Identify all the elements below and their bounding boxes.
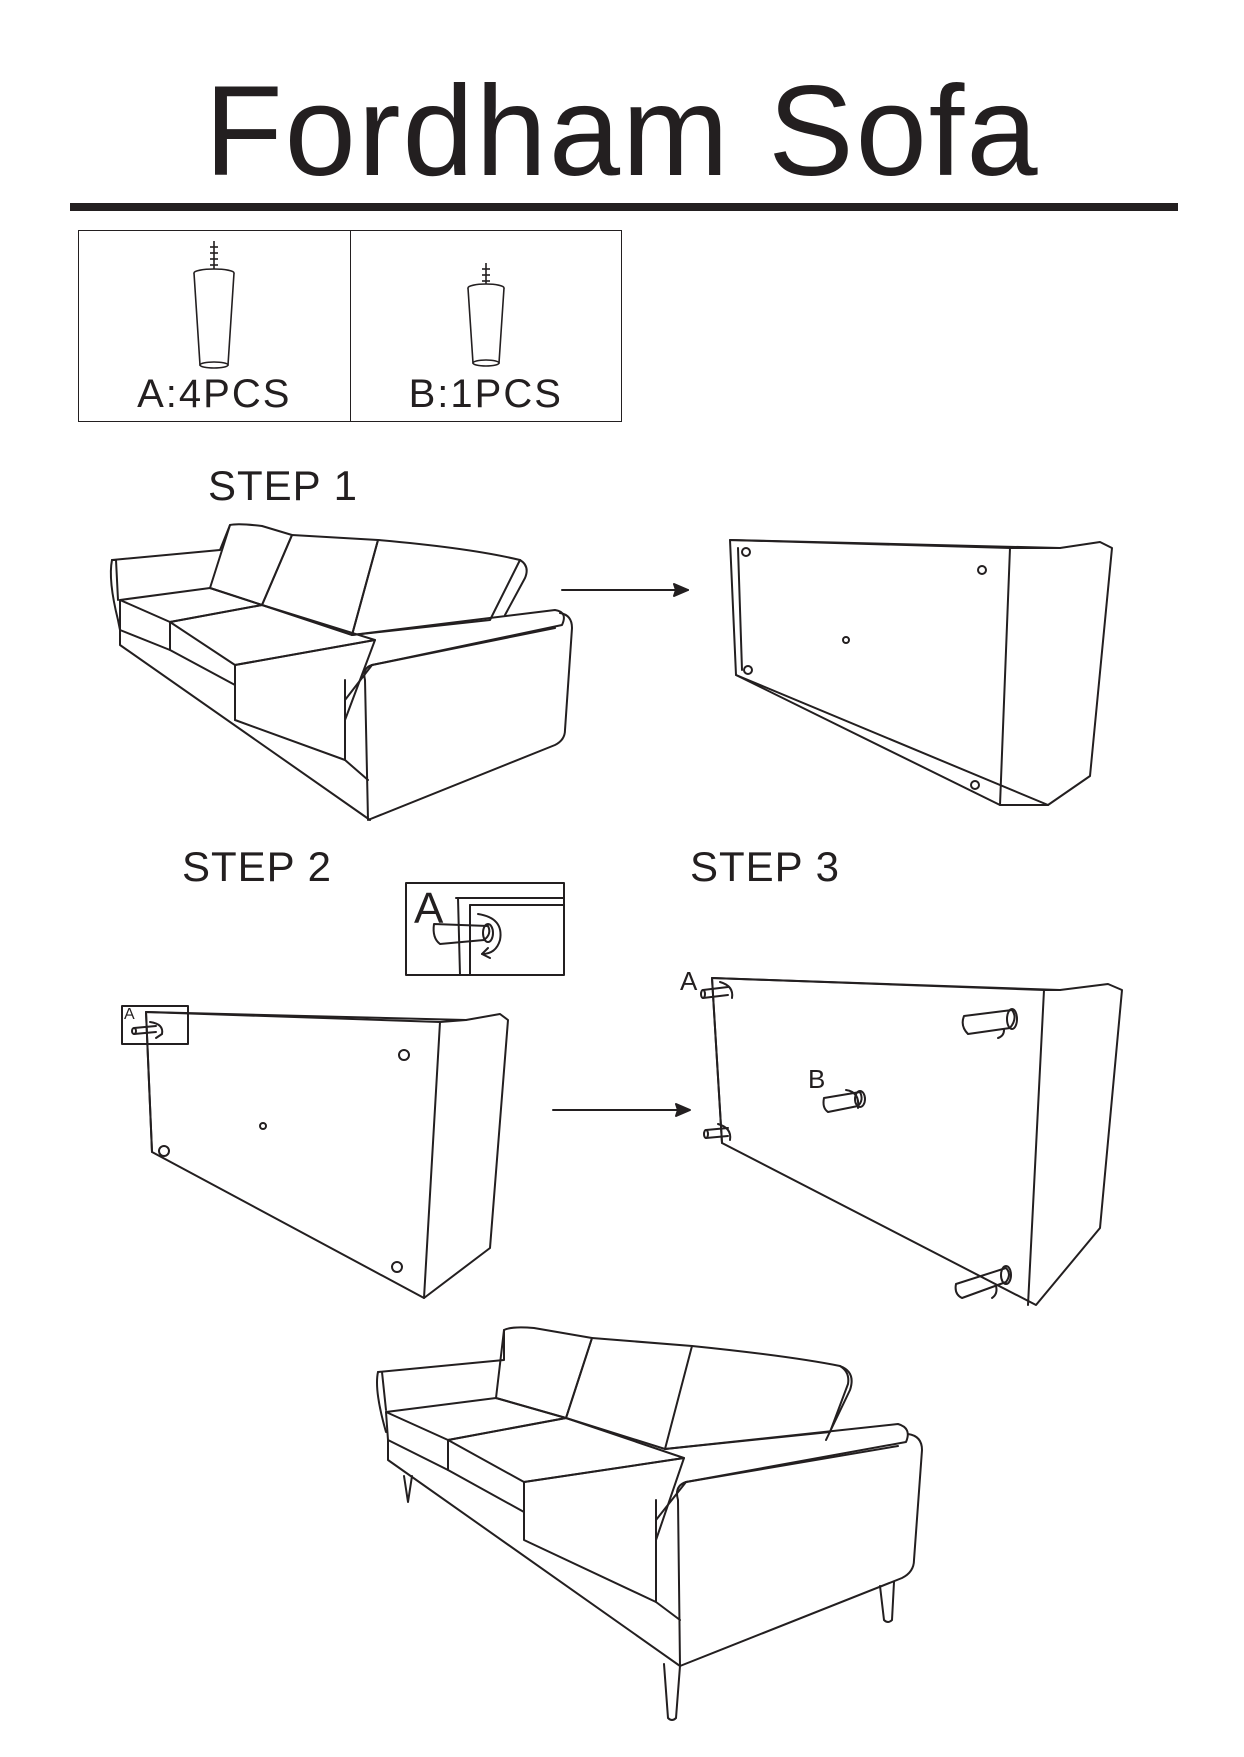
- sofa-bottom-view-3: [700, 977, 1123, 1306]
- step-2-label: STEP 2: [182, 843, 332, 890]
- sofa-bottom-view-1: [729, 539, 1113, 806]
- part-b-label: B:1PCS: [408, 372, 563, 416]
- leg-detail-callout: [405, 882, 565, 976]
- part-a-cell: A:4PCS: [79, 231, 350, 421]
- sofa-without-legs: [109, 523, 573, 821]
- title-rule: [70, 203, 1178, 211]
- page-title: Fordham Sofa: [204, 60, 1040, 203]
- sofa-bottom-view-2: [121, 1005, 509, 1299]
- part-a-label: A:4PCS: [137, 372, 292, 416]
- step3-letter-b: B: [808, 1064, 826, 1094]
- part-b-cell: B:1PCS: [349, 231, 622, 421]
- detail-letter-a: A: [414, 884, 444, 933]
- assembled-sofa: [376, 1326, 923, 1721]
- step3-letter-a: A: [680, 966, 698, 996]
- step-3-label: STEP 3: [690, 843, 840, 890]
- short-tapered-leg-icon: [466, 263, 505, 367]
- step2-letter-a: A: [124, 1006, 135, 1023]
- step-1-label: STEP 1: [208, 462, 358, 509]
- parts-table: A:4PCS B:1PCS: [78, 230, 622, 422]
- tall-tapered-leg-icon: [193, 241, 235, 369]
